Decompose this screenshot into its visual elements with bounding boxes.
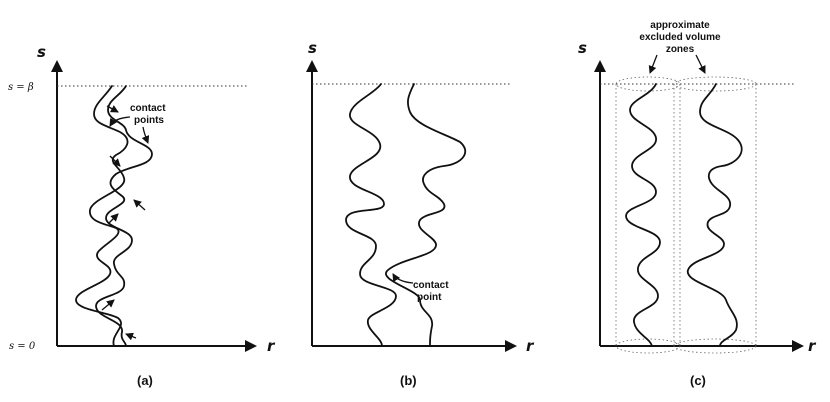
panel-a-note-line2: points — [134, 115, 164, 126]
panel-a-pointer-arrow — [109, 116, 131, 127]
panel-c-pointer-arrow — [648, 54, 658, 74]
panel-b-chain-left — [345, 83, 397, 347]
panel-b-note-line1: contact — [413, 280, 449, 291]
panel-c-x-axis-label: r — [808, 337, 817, 355]
panel-a-pointer-arrow — [125, 332, 137, 341]
panel-c-note-line1: approximate — [650, 20, 710, 31]
panel-b-caption: (b) — [400, 373, 417, 388]
panel-b-note-line2: point — [417, 292, 442, 303]
panel-a-pointer-arrow — [109, 155, 121, 167]
panel-c-note-line3: zones — [666, 44, 695, 55]
panel-a-top-label: s = β — [8, 82, 34, 93]
panel-c: s r approximate excluded volume zones (c… — [578, 20, 817, 388]
panel-a-x-axis-label: r — [267, 337, 276, 355]
panel-a-pointer-arrow — [101, 299, 115, 311]
panel-b-pointer-arrow — [392, 273, 414, 284]
panel-a: s r s = β s = 0 contact points (a) — [8, 43, 276, 388]
panel-a-note-line1: contact — [130, 103, 166, 114]
panel-a-chain-right — [95, 85, 153, 347]
panel-a-chain-left — [75, 85, 129, 347]
panel-b-x-axis-label: r — [526, 337, 535, 355]
panel-b-y-axis-label: s — [308, 39, 317, 57]
panel-c-chain-right — [687, 83, 743, 347]
panel-c-pointer-arrow — [695, 54, 706, 74]
panel-a-pointer-arrow — [106, 105, 119, 113]
panel-c-note-line2: excluded volume — [639, 32, 721, 43]
panel-c-y-axis-label: s — [578, 39, 587, 57]
panel-c-excluded-zone-right — [673, 76, 757, 354]
panel-c-caption: (c) — [690, 373, 706, 388]
panel-a-pointer-arrow — [108, 213, 119, 224]
panel-a-pointer-arrow — [141, 126, 150, 144]
panel-c-chain-left — [625, 83, 661, 347]
panel-a-y-axis-label: s — [37, 43, 46, 61]
panel-a-caption: (a) — [137, 373, 153, 388]
panel-a-bottom-label: s = 0 — [9, 341, 36, 352]
panel-b: s r contact point (b) — [306, 39, 535, 388]
panel-b-chain-right — [385, 83, 466, 347]
panel-a-pointer-arrow — [133, 199, 146, 211]
